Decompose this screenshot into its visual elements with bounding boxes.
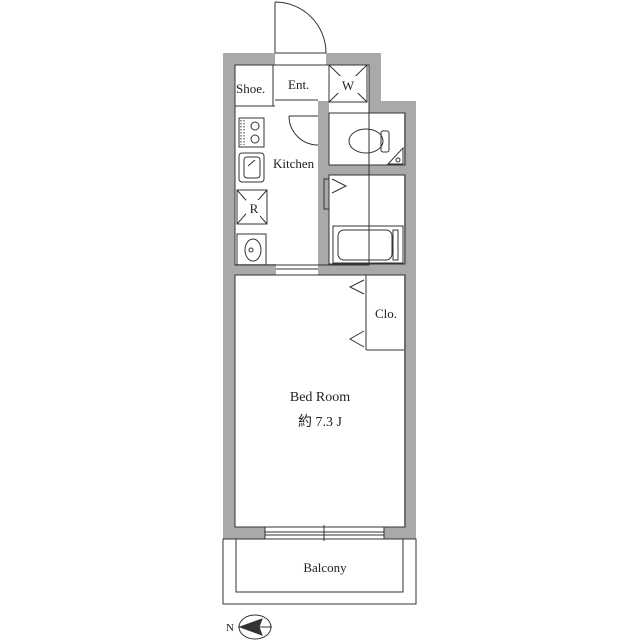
closet [348, 275, 404, 351]
bathroom-door [323, 178, 348, 210]
toilet [348, 128, 390, 154]
bathtub [332, 225, 404, 264]
toilet-corner-sink [386, 146, 404, 165]
toilet-door [288, 115, 319, 146]
refrigerator-label: R [250, 201, 259, 216]
entrance-door [274, 1, 327, 54]
kitchen-label: Kitchen [273, 156, 315, 171]
balcony-railing [222, 538, 417, 605]
kitchen-sink-icon [238, 152, 265, 183]
stove-icon [238, 117, 265, 148]
shoe-label: Shoe. [236, 81, 265, 96]
washer-label: W [342, 78, 355, 93]
closet-label: Clo. [375, 306, 397, 321]
compass-icon [238, 614, 272, 640]
exterior-walls [223, 53, 416, 539]
wash-basin-icon [236, 233, 267, 266]
shoe-cabinet [235, 65, 275, 107]
balcony-window [264, 525, 385, 541]
entrance-label: Ent. [288, 77, 309, 92]
compass-north-label: N [226, 622, 234, 634]
balcony-label: Balcony [303, 560, 347, 575]
bedroom-label: Bed Room [290, 390, 350, 405]
bedroom-size-label: 約 7.3 J [298, 414, 342, 430]
